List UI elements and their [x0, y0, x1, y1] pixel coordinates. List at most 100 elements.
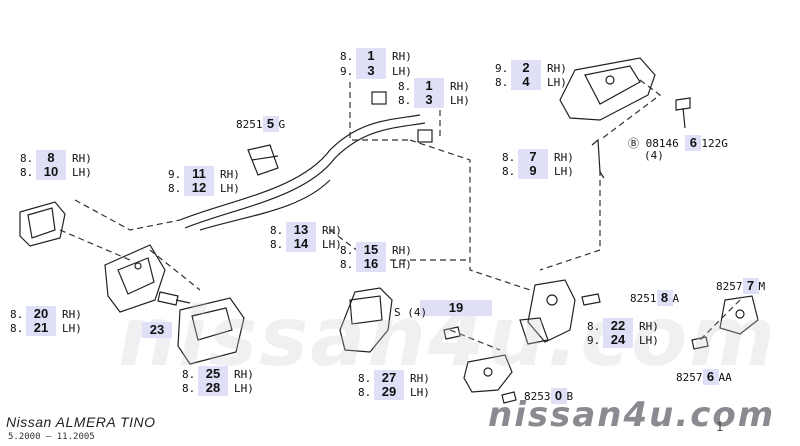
part-number-23[interactable]: 23: [142, 322, 172, 338]
part-number-3[interactable]: 3: [414, 92, 444, 108]
part-number-25[interactable]: 25: [198, 366, 228, 382]
callout-23: 23: [142, 322, 174, 338]
callout-prefix: 8.: [20, 152, 34, 165]
callout-16: 8.16 LH): [340, 256, 412, 272]
screw-8257aa: [691, 336, 709, 350]
part-number-82515g[interactable]: 5: [262, 116, 279, 132]
callout-side: LH): [62, 322, 82, 335]
part-number-29[interactable]: 29: [374, 384, 404, 400]
callout-prefix: 8.: [340, 50, 354, 63]
callout-side: LH): [392, 65, 412, 78]
callout-19: 19: [420, 300, 494, 316]
part-number-16[interactable]: 16: [356, 256, 386, 272]
callout-side: LH): [639, 334, 659, 347]
rod-clip-1: [371, 91, 433, 143]
part-number-21[interactable]: 21: [26, 320, 56, 336]
code-suffix: B: [566, 390, 574, 403]
part-number-4[interactable]: 4: [511, 74, 541, 90]
part-number-08146[interactable]: 6: [685, 135, 702, 151]
part-number-8[interactable]: 8: [36, 150, 66, 166]
bolt-08146: [675, 97, 691, 129]
door-rod-linkage: [179, 114, 426, 231]
screw-quantity-label: S (4): [394, 306, 428, 319]
callout-side: LH): [72, 166, 92, 179]
callout-22: 8.22 RH): [587, 318, 659, 334]
part-number-9[interactable]: 9: [518, 163, 548, 179]
callout-prefix: 8.: [10, 322, 24, 335]
outside-door-handle: [559, 57, 656, 121]
part-number-14[interactable]: 14: [286, 236, 316, 252]
code-prefix: 8251: [630, 292, 657, 305]
callout-7: 8.7 RH): [502, 149, 574, 165]
callout-prefix: 8.: [270, 238, 284, 251]
callout-side: RH): [410, 372, 430, 385]
callout-prefix: 8.: [502, 151, 516, 164]
callout-8: 8.8 RH): [20, 150, 92, 166]
callout-prefix: 8.: [340, 244, 354, 257]
screw-8253b: [501, 391, 517, 404]
part-number-15[interactable]: 15: [356, 242, 386, 258]
callout-side: RH): [392, 50, 412, 63]
part-number-27[interactable]: 27: [374, 370, 404, 386]
part-number-2[interactable]: 2: [511, 60, 541, 76]
part-number-13[interactable]: 13: [286, 222, 316, 238]
callout-side: RH): [639, 320, 659, 333]
callout-side: RH): [72, 152, 92, 165]
part-number-1[interactable]: 1: [414, 78, 444, 94]
door-lock-assembly: [519, 279, 576, 345]
part-number-28[interactable]: 28: [198, 380, 228, 396]
callout-prefix: 9.: [340, 65, 354, 78]
part-number-19[interactable]: 19: [420, 300, 492, 316]
part-number-24[interactable]: 24: [603, 332, 633, 348]
part-number-8257aa[interactable]: 6: [702, 369, 719, 385]
part-number-3[interactable]: 3: [356, 63, 386, 79]
callout-15: 8.15 RH): [340, 242, 412, 258]
callout-side: RH): [554, 151, 574, 164]
callout-prefix: 8.: [502, 165, 516, 178]
callout-prefix: 8.: [587, 320, 601, 333]
callout-prefix: 9.: [168, 168, 182, 181]
part-number-7[interactable]: 7: [518, 149, 548, 165]
part-number-1[interactable]: 1: [356, 48, 386, 64]
callout-prefix: 8.: [340, 258, 354, 271]
code-prefix: 8257: [676, 371, 703, 384]
inside-handle-assembly: [104, 244, 166, 313]
part-number-10[interactable]: 10: [36, 164, 66, 180]
callout-side: LH): [392, 258, 412, 271]
brand-title: Nissan ALMERA TINO: [6, 414, 156, 430]
code-suffix: AA: [718, 371, 732, 384]
callout-side: LH): [450, 94, 470, 107]
callout-prefix: 8.: [358, 372, 372, 385]
part-number-82518a[interactable]: 8: [656, 290, 673, 306]
part-number-8257m[interactable]: 7: [742, 278, 759, 294]
callout-side: RH): [392, 244, 412, 257]
callout-side: LH): [547, 76, 567, 89]
callout-9: 8.9 LH): [502, 163, 574, 179]
page-mark: 1: [716, 420, 724, 434]
production-years: 5.2000 – 11.2005: [8, 432, 95, 442]
callout-3a: 9.3 LH): [340, 63, 412, 79]
callout-prefix: 8.: [398, 80, 412, 93]
callout-side: LH): [554, 165, 574, 178]
part-number-12[interactable]: 12: [184, 180, 214, 196]
part-number-22[interactable]: 22: [603, 318, 633, 334]
callout-side: RH): [220, 168, 240, 181]
part-number-8253b[interactable]: 0: [550, 388, 567, 404]
part-number-20[interactable]: 20: [26, 306, 56, 322]
part-number-11[interactable]: 11: [184, 166, 214, 182]
callout-prefix: 8.: [270, 224, 284, 237]
screw-23: [157, 291, 191, 306]
callout-prefix: 8.: [182, 368, 196, 381]
